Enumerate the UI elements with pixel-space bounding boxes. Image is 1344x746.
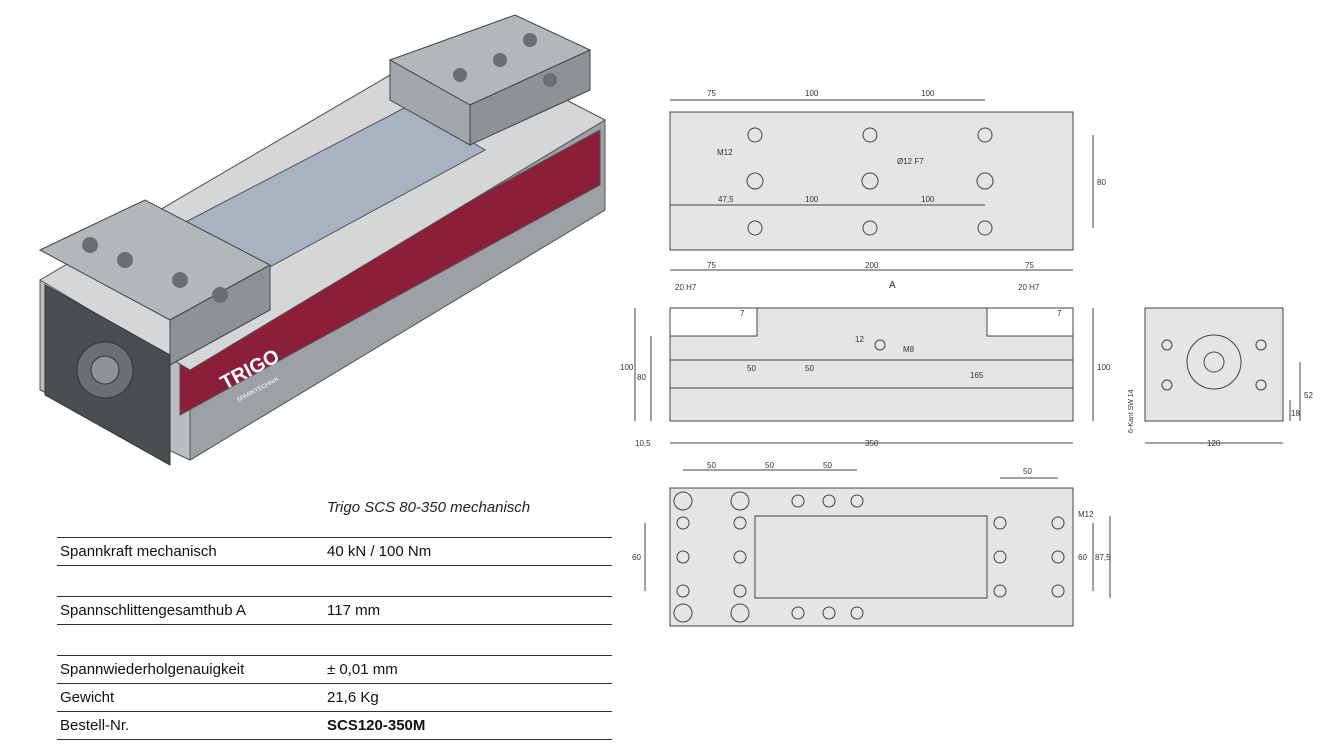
spec-table: Spannkraft mechanisch 40 kN / 100 Nm Spa… bbox=[57, 537, 612, 740]
dim: 50 bbox=[1023, 467, 1032, 476]
dim: 75 bbox=[707, 89, 716, 98]
dim: 100 bbox=[805, 89, 819, 98]
spec-row-blank bbox=[57, 565, 612, 596]
label: A bbox=[889, 280, 896, 291]
spec-row: Gewicht 21,6 Kg bbox=[57, 683, 612, 711]
spec-title: Trigo SCS 80-350 mechanisch bbox=[327, 499, 531, 516]
label: Ø12 F7 bbox=[897, 157, 924, 166]
dim: 87,5 bbox=[1095, 553, 1111, 562]
spec-label: Spannschlittengesamthub A bbox=[60, 602, 246, 619]
spec-row: Spannkraft mechanisch 40 kN / 100 Nm bbox=[57, 537, 612, 565]
dim: 100 bbox=[1097, 363, 1111, 372]
dim: 100 bbox=[921, 195, 935, 204]
spec-row: Spannwiederholgenauigkeit ± 0,01 mm bbox=[57, 655, 612, 683]
dim: 50 bbox=[747, 364, 756, 373]
dim: 6-Kant SW 14 bbox=[1128, 389, 1135, 433]
dim: 60 bbox=[1078, 553, 1087, 562]
dim: 100 bbox=[805, 195, 819, 204]
dim: 50 bbox=[805, 364, 814, 373]
dim: 165 bbox=[970, 371, 984, 380]
label: M12 bbox=[717, 148, 733, 157]
dim: 350 bbox=[865, 439, 879, 448]
spec-row: Spannschlittengesamthub A 117 mm bbox=[57, 596, 612, 624]
spec-label: Spannkraft mechanisch bbox=[60, 543, 217, 560]
dim: 100 bbox=[921, 89, 935, 98]
spec-row: Bestell-Nr. SCS120-350M bbox=[57, 711, 612, 740]
dim: 20 H7 bbox=[675, 283, 697, 292]
dim: 80 bbox=[637, 373, 646, 382]
spec-value: 117 mm bbox=[327, 602, 381, 619]
dim: 10,5 bbox=[635, 439, 651, 448]
dim: 80 bbox=[1097, 178, 1106, 187]
dim: 75 bbox=[1025, 261, 1034, 270]
dim: 12 bbox=[855, 335, 864, 344]
dim: 50 bbox=[765, 461, 774, 470]
spec-row-blank bbox=[57, 624, 612, 655]
spec-label: Bestell-Nr. bbox=[60, 717, 130, 734]
dim: 47,5 bbox=[718, 195, 734, 204]
order-number: SCS120-350M bbox=[327, 717, 426, 734]
spec-value: ± 0,01 mm bbox=[327, 661, 398, 678]
dim: 100 bbox=[620, 363, 634, 372]
dim: 50 bbox=[707, 461, 716, 470]
dim: 120 bbox=[1207, 439, 1221, 448]
dim: 200 bbox=[865, 261, 879, 270]
spec-label: Gewicht bbox=[60, 689, 115, 706]
technical-drawings: 75 100 100 47,5 100 100 80 M12 Ø12 F7 75… bbox=[620, 89, 1313, 627]
spec-value: 21,6 Kg bbox=[327, 689, 379, 706]
dim: 75 bbox=[707, 261, 716, 270]
label: M12 bbox=[1078, 510, 1094, 519]
label: M8 bbox=[903, 345, 915, 354]
dim: 52 bbox=[1304, 391, 1313, 400]
dim: 60 bbox=[632, 553, 641, 562]
spec-label: Spannwiederholgenauigkeit bbox=[60, 661, 245, 678]
dim: 50 bbox=[823, 461, 832, 470]
dim: 7 bbox=[740, 309, 745, 318]
spec-value: 40 kN / 100 Nm bbox=[327, 543, 432, 560]
dim: 18 bbox=[1291, 409, 1300, 418]
dim: 20 H7 bbox=[1018, 283, 1040, 292]
dim: 7 bbox=[1057, 309, 1062, 318]
product-render: TRIGO SPANNTECHNIK bbox=[38, 14, 607, 466]
